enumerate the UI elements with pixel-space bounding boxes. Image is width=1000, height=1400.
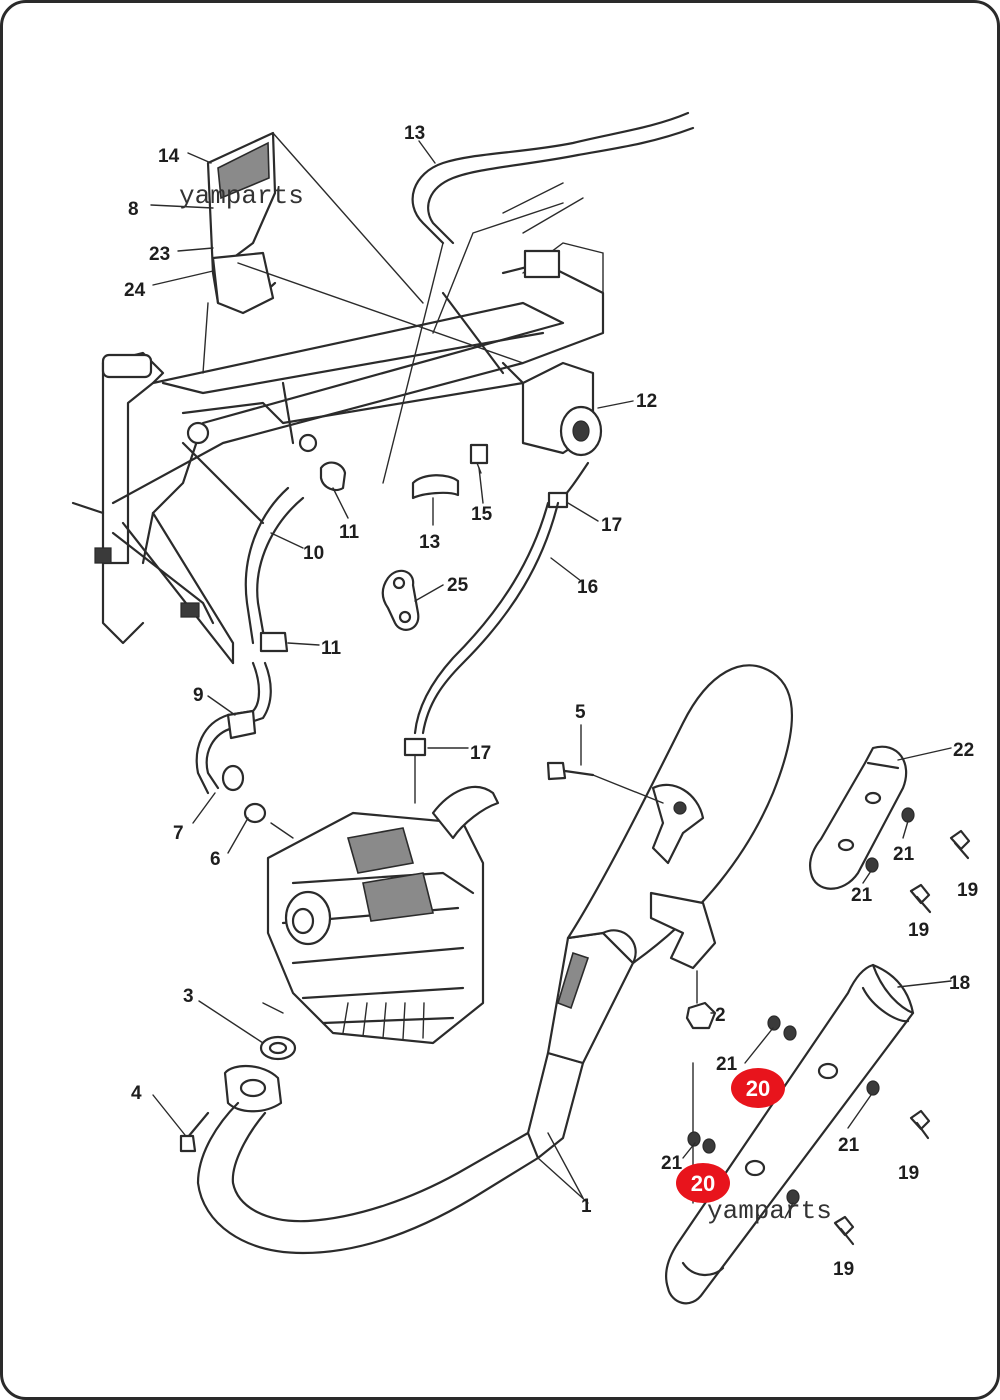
vacuum-hose-part-16-17	[403, 461, 590, 804]
callout-14: 14	[158, 146, 180, 167]
watermark-lower: yamparts	[707, 1196, 832, 1226]
callout-12: 12	[636, 391, 657, 412]
muffler-part-1	[196, 664, 793, 1255]
callout-19-a: 19	[957, 880, 978, 901]
protector-part-22	[809, 745, 908, 890]
air-cleaner-part-12	[501, 361, 603, 457]
bolt-part-5	[546, 761, 664, 804]
callout-11-upper: 11	[339, 522, 360, 543]
callout-labels: 14 8 23 24 13 12 11 10 11 13 15 17 16 25…	[124, 123, 978, 1280]
breather-hose-part-13	[382, 111, 695, 500]
engine-block	[262, 785, 500, 1045]
callout-10: 10	[303, 543, 324, 564]
hoses-parts-10-11-15	[195, 443, 489, 824]
callout-22: 22	[953, 740, 974, 761]
callout-7: 7	[173, 823, 184, 844]
callout-8: 8	[128, 199, 139, 220]
nut-part-2	[685, 970, 717, 1030]
callout-21-d: 21	[838, 1135, 860, 1156]
callout-5: 5	[575, 702, 586, 723]
callout-21-c: 21	[716, 1054, 738, 1075]
exploded-parts-diagram: 14 8 23 24 13 12 11 10 11 13 15 17 16 25…	[71, 111, 978, 1305]
callout-19-b: 19	[908, 920, 929, 941]
callout-1: 1	[581, 1196, 592, 1217]
callout-2: 2	[715, 1005, 726, 1026]
stud-bolt-part-4	[179, 1111, 210, 1153]
callout-3: 3	[183, 986, 194, 1007]
callout-19-d: 19	[833, 1259, 854, 1280]
protector-part-18	[664, 963, 915, 1305]
highlight-badge-20-lower[interactable]: 20	[676, 1163, 730, 1203]
callout-16: 16	[577, 577, 598, 598]
washers-part-21	[687, 807, 915, 1205]
callout-6: 6	[210, 849, 221, 870]
badge-20-upper-label: 20	[746, 1076, 770, 1101]
callout-4: 4	[131, 1083, 142, 1104]
callout-21-e: 21	[661, 1153, 683, 1174]
callout-24: 24	[124, 280, 146, 301]
callout-17-upper: 17	[601, 515, 622, 536]
callout-11-lower: 11	[321, 638, 342, 659]
callout-13-lower: 13	[419, 532, 440, 553]
callout-18: 18	[949, 973, 970, 994]
callout-13-upper: 13	[404, 123, 425, 144]
callout-25: 25	[447, 575, 469, 596]
callout-17-lower: 17	[470, 743, 491, 764]
callout-15: 15	[471, 504, 493, 525]
watermark-upper: yamparts	[179, 181, 304, 211]
gasket-part-25	[381, 569, 420, 631]
callout-21-a: 21	[893, 844, 915, 865]
frame-assembly	[71, 182, 605, 665]
callout-9: 9	[193, 685, 204, 706]
bolts-part-19	[833, 829, 971, 1246]
badge-20-lower-label: 20	[691, 1171, 715, 1196]
callout-21-b: 21	[851, 885, 873, 906]
callout-19-c: 19	[898, 1163, 919, 1184]
highlight-badge-20-upper[interactable]: 20	[731, 1068, 785, 1108]
rear-bracket-part-14-8	[202, 131, 524, 374]
exhaust-gasket-part-3	[259, 1035, 297, 1061]
leader-lines	[150, 140, 952, 1219]
callout-23: 23	[149, 244, 170, 265]
